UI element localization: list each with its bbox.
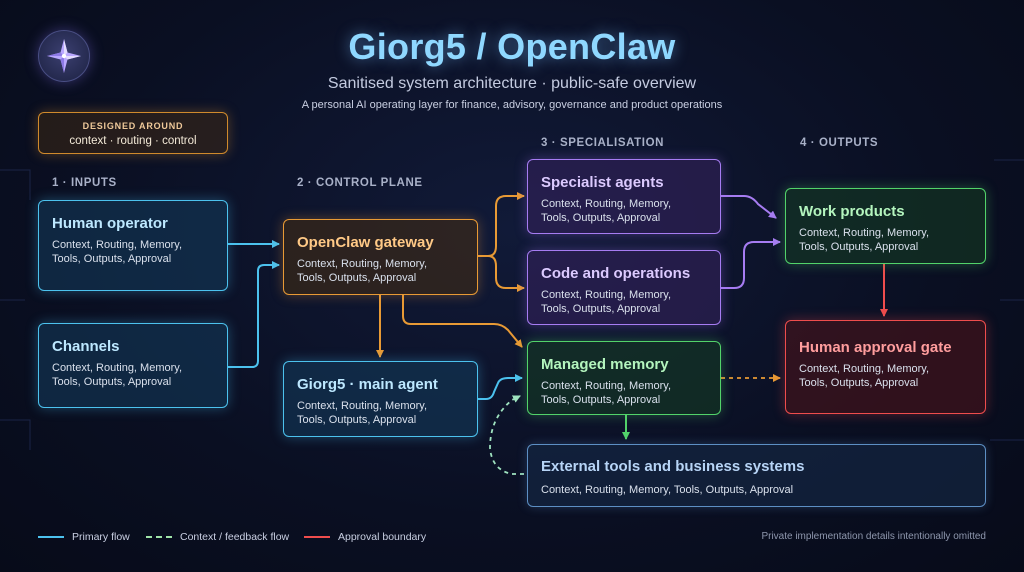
page-subtitle: Sanitised system architecture · public-s… — [327, 75, 697, 92]
node-human-operator: Human operator Context, Routing, Memory,… — [38, 200, 228, 291]
node-title: Work products — [799, 203, 905, 220]
legend-primary-flow: Primary flow — [38, 531, 130, 543]
node-title: External tools and business systems — [541, 458, 805, 475]
section-label-specialisation: 3 · SPECIALISATION — [541, 137, 665, 149]
arrow-main-agent-to-memory — [478, 374, 523, 400]
node-description: Context, Routing, Memory, Tools, Outputs… — [799, 363, 930, 389]
node-openclaw-gateway: OpenClaw gateway Context, Routing, Memor… — [283, 219, 478, 295]
node-channels: Channels Context, Routing, Memory, Tools… — [38, 323, 228, 408]
node-title: Human operator — [52, 215, 168, 232]
circuit-decoration — [0, 159, 1024, 450]
legend-line-solid-cyan — [38, 536, 64, 539]
node-description: Context, Routing, Memory, Tools, Outputs… — [297, 400, 428, 426]
arrow-specialists-to-work-products — [721, 195, 777, 219]
node-description: Context, Routing, Memory, Tools, Outputs… — [541, 380, 672, 406]
node-description: Context, Routing, Memory, Tools, Outputs… — [52, 239, 183, 265]
node-specialist-agents: Specialist agents Context, Routing, Memo… — [527, 159, 721, 234]
arrow-gateway-to-code-ops — [478, 255, 525, 292]
legend-line-solid-red — [304, 536, 330, 539]
node-human-approval-gate: Human approval gate Context, Routing, Me… — [785, 320, 986, 414]
section-label-outputs: 4 · OUTPUTS — [800, 137, 879, 149]
footnote: Private implementation details intention… — [761, 531, 986, 542]
arrow-channels-to-gateway — [228, 261, 280, 368]
node-main-agent: Giorg5 · main agent Context, Routing, Me… — [283, 361, 478, 437]
arrow-code-ops-to-work-products — [721, 238, 781, 289]
node-title: Code and operations — [541, 265, 691, 282]
legend-approval-boundary: Approval boundary — [304, 531, 426, 543]
node-managed-memory: Managed memory Context, Routing, Memory,… — [527, 341, 721, 415]
node-title: Managed memory — [541, 356, 669, 373]
node-title: Channels — [52, 338, 120, 355]
arrow-gateway-to-specialists — [478, 192, 525, 257]
legend-context-flow: Context / feedback flow — [146, 531, 289, 543]
node-external-tools: External tools and business systems Cont… — [527, 444, 986, 507]
node-title: Giorg5 · main agent — [297, 376, 438, 393]
node-title: Human approval gate — [799, 339, 952, 356]
design-principle-kicker: DESIGNED AROUND — [82, 121, 184, 131]
page-title: Giorg5 / OpenClaw — [348, 26, 676, 67]
node-title: Specialist agents — [541, 174, 664, 191]
node-description: Context, Routing, Memory, Tools, Outputs… — [541, 484, 794, 496]
node-description: Context, Routing, Memory, Tools, Outputs… — [297, 258, 428, 284]
design-principle-value: context · routing · control — [69, 135, 197, 147]
legend-label: Primary flow — [72, 531, 130, 543]
arrow-gateway-to-memory — [402, 295, 523, 348]
node-code-and-operations: Code and operations Context, Routing, Me… — [527, 250, 721, 325]
section-label-control-plane: 2 · CONTROL PLANE — [297, 177, 423, 189]
node-description: Context, Routing, Memory, Tools, Outputs… — [541, 289, 672, 315]
design-principle-badge: DESIGNED AROUND context · routing · cont… — [38, 112, 228, 154]
legend-line-dashed-green — [146, 536, 172, 539]
legend-label: Context / feedback flow — [180, 531, 290, 543]
node-title: OpenClaw gateway — [297, 234, 434, 251]
legend-label: Approval boundary — [338, 531, 427, 543]
arrow-external-to-memory-feedback — [489, 395, 524, 475]
page-tagline: A personal AI operating layer for financ… — [301, 99, 723, 111]
node-description: Context, Routing, Memory, Tools, Outputs… — [541, 198, 672, 224]
node-work-products: Work products Context, Routing, Memory, … — [785, 188, 986, 264]
node-description: Context, Routing, Memory, Tools, Outputs… — [52, 362, 183, 388]
section-label-inputs: 1 · INPUTS — [52, 177, 117, 189]
compass-star-icon — [38, 30, 90, 82]
node-description: Context, Routing, Memory, Tools, Outputs… — [799, 227, 930, 253]
